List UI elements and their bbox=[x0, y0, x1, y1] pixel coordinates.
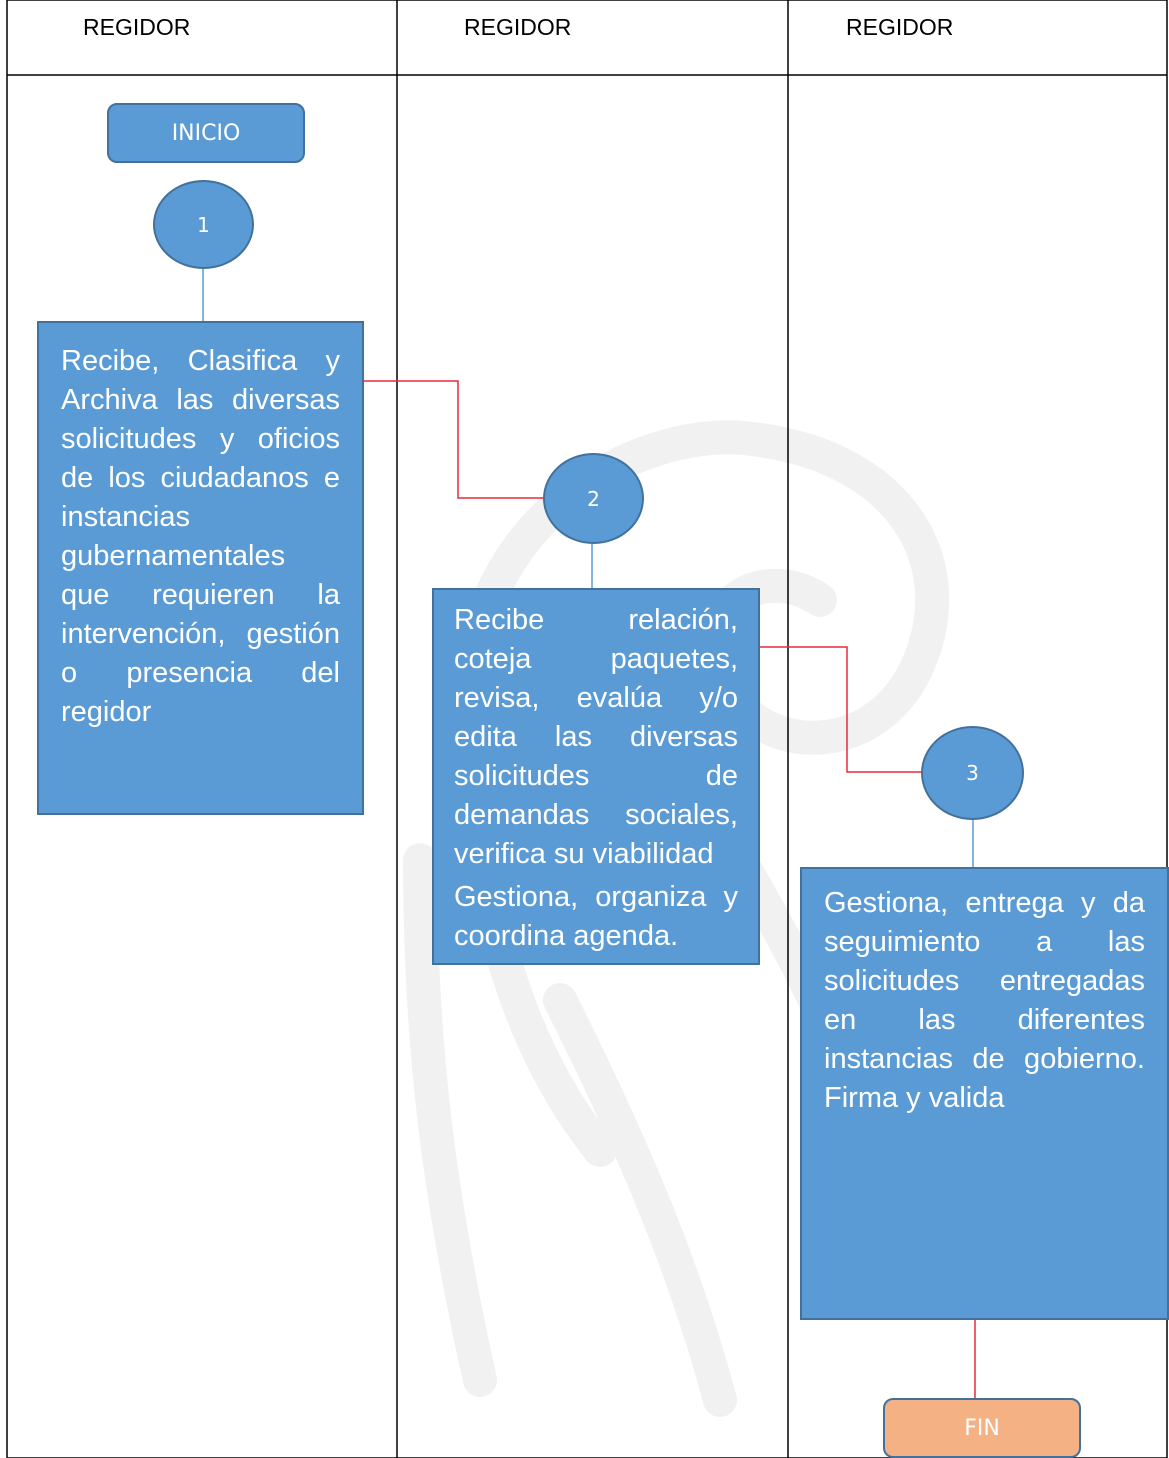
step-2-box: Recibe relación, coteja paquetes, revisa… bbox=[432, 588, 760, 965]
column-header-3: REGIDOR bbox=[846, 14, 954, 40]
step-1-node: 1 bbox=[153, 180, 254, 269]
step-3-node: 3 bbox=[921, 726, 1024, 820]
step-1-text: Recibe, Clasifica y Archiva las diversas… bbox=[61, 345, 340, 728]
connector-1-2 bbox=[364, 380, 545, 499]
step-2-text-2: Gestiona, organiza y coordina agenda. bbox=[454, 881, 738, 952]
step-3-text: Gestiona, entrega y da seguimiento a las… bbox=[824, 887, 1145, 1114]
column-header-2: REGIDOR bbox=[464, 14, 572, 40]
step-2-text-1: Recibe relación, coteja paquetes, revisa… bbox=[454, 604, 738, 870]
step-2-node: 2 bbox=[543, 453, 644, 544]
step-3-box: Gestiona, entrega y da seguimiento a las… bbox=[800, 867, 1169, 1320]
column-header-1: REGIDOR bbox=[83, 14, 191, 40]
step-1-box: Recibe, Clasifica y Archiva las diversas… bbox=[37, 321, 364, 815]
end-terminal: FIN bbox=[883, 1398, 1081, 1458]
start-terminal: INICIO bbox=[107, 103, 305, 163]
connector-2-3 bbox=[760, 646, 922, 773]
